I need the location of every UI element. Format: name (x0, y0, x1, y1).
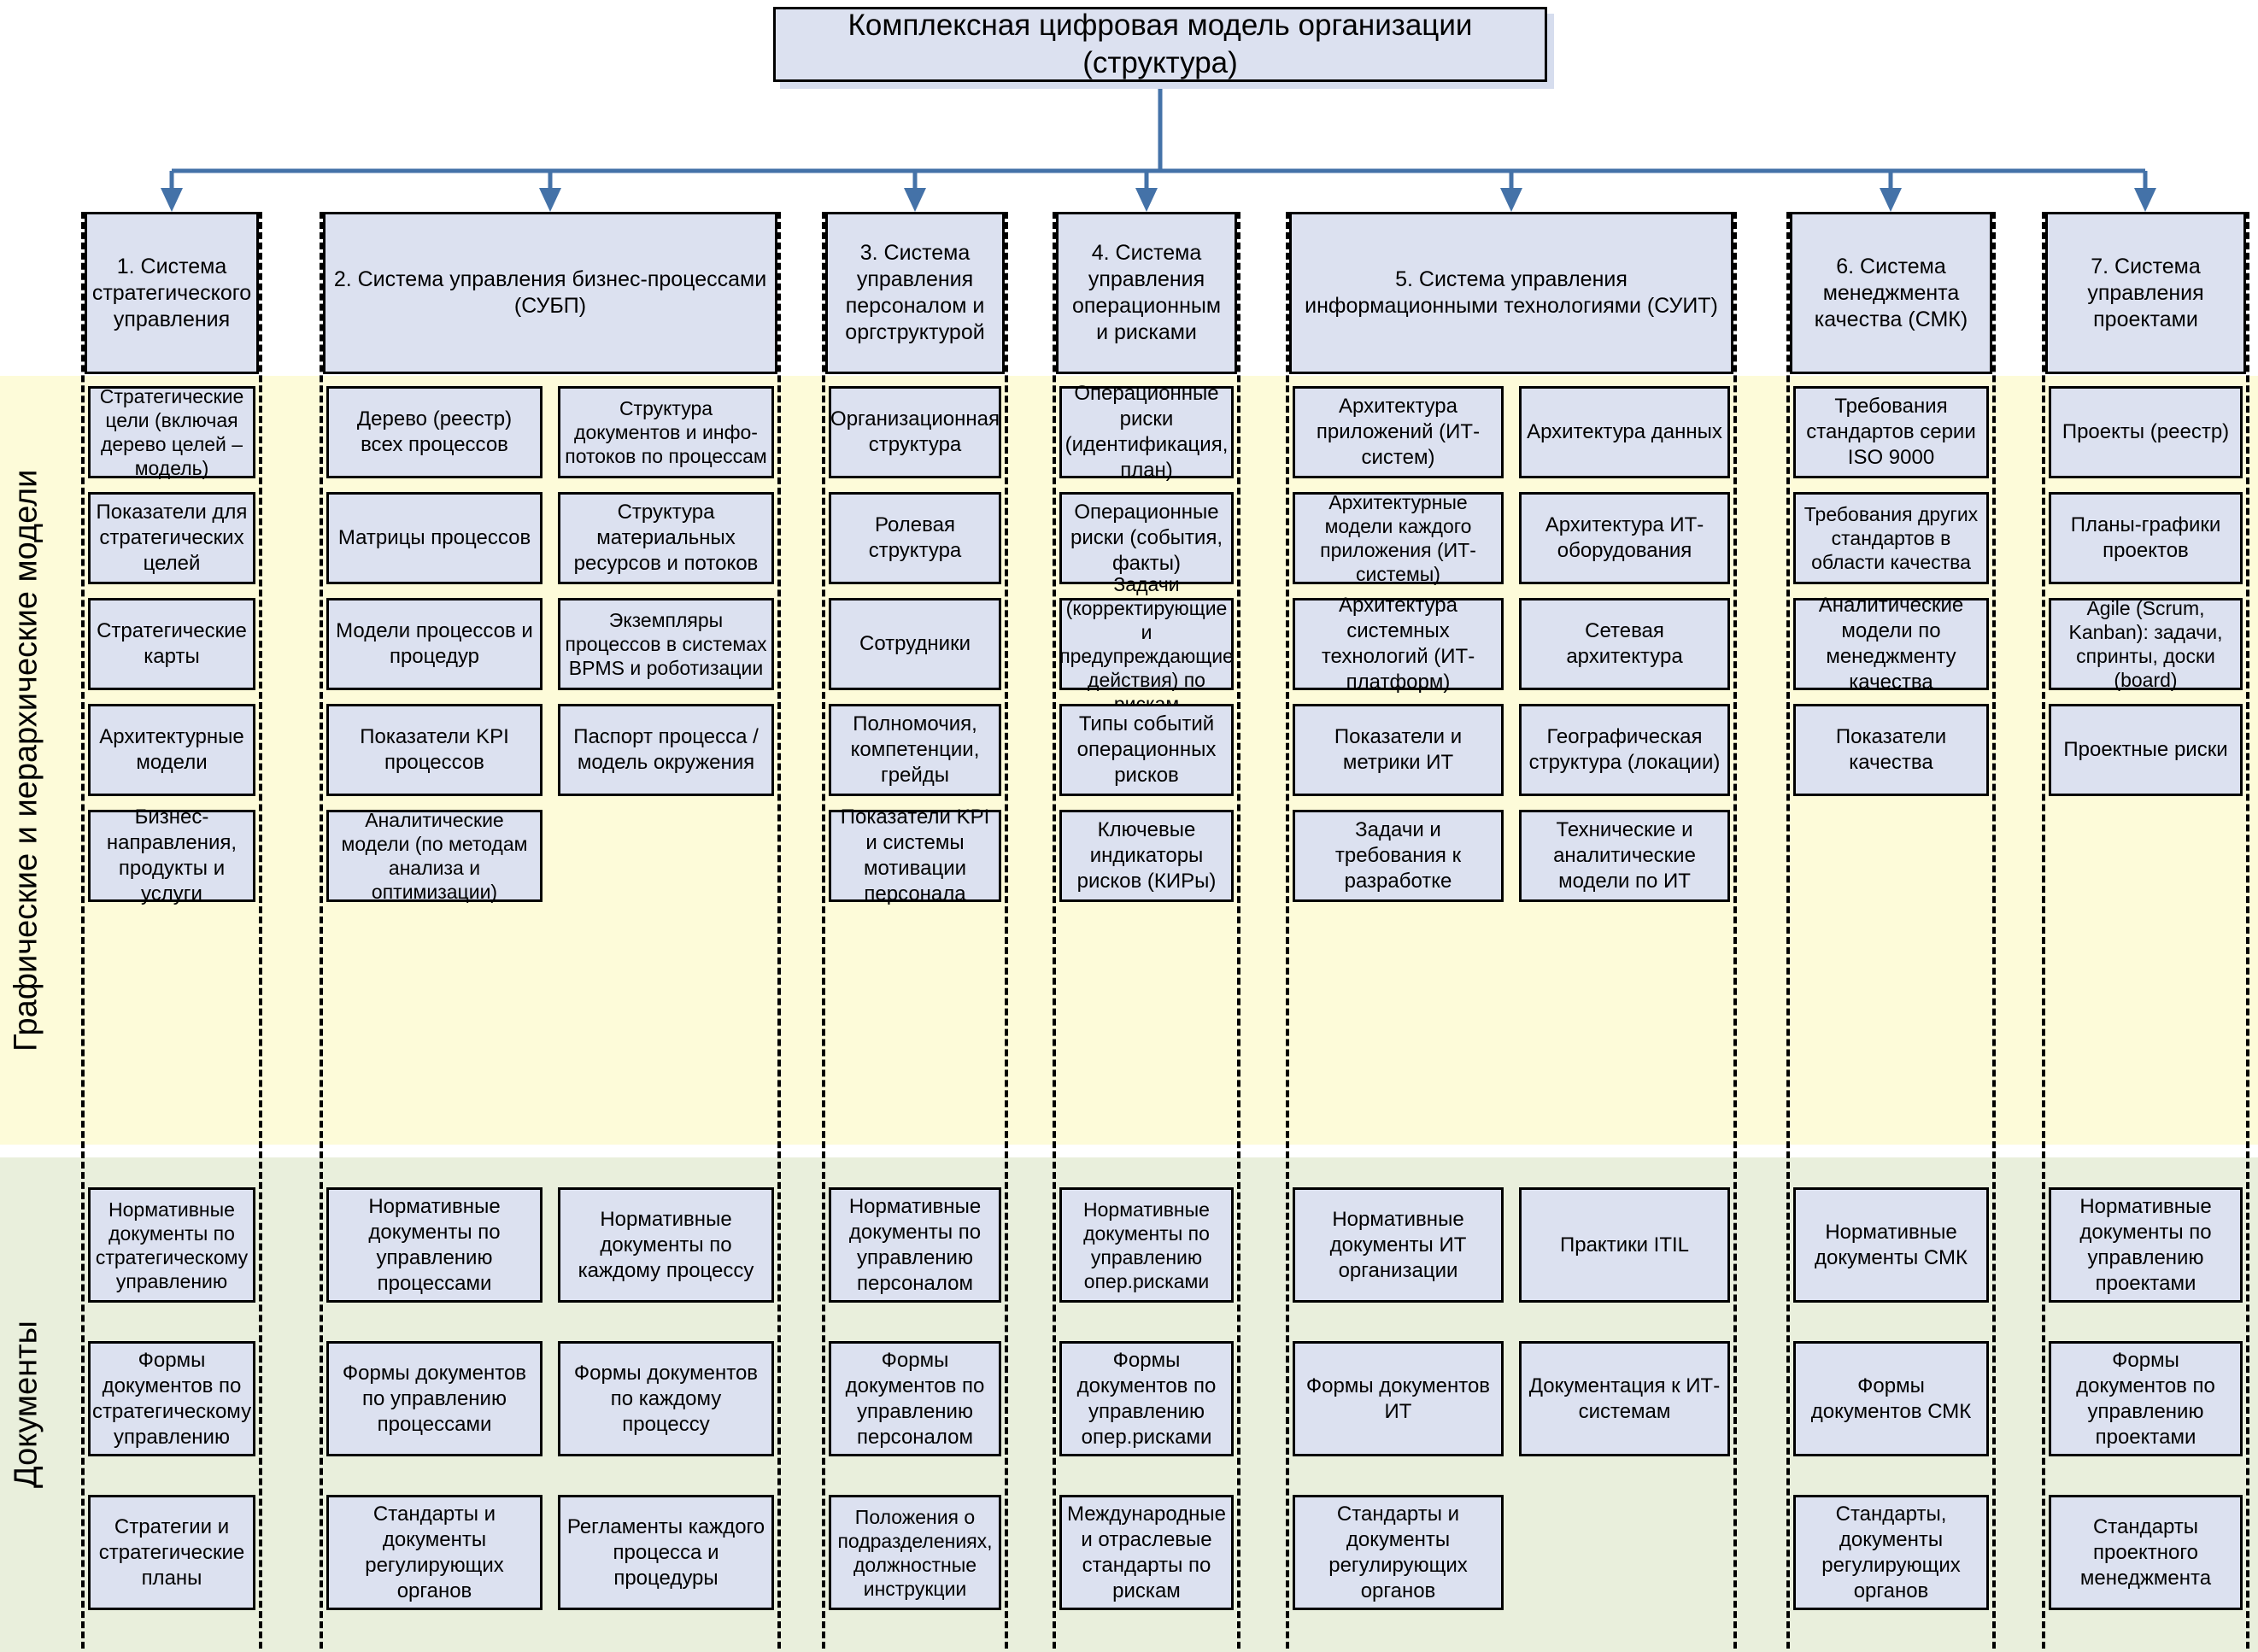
cell-document-c6-s1-r1[interactable]: Нормативные документы СМК (1793, 1187, 1989, 1303)
column-frame-5 (1286, 212, 1737, 1649)
cell-model-c2-s1-r3[interactable]: Модели процессов и процедур (326, 598, 543, 690)
cell-model-c2-s2-r1[interactable]: Структура документов и инфо-потоков по п… (558, 386, 774, 478)
cell-model-c5-s2-r3[interactable]: Сетевая архитектура (1519, 598, 1730, 690)
cell-model-c1-s1-r2[interactable]: Показатели для стратегических целей (88, 492, 255, 584)
cell-document-c5-s1-r2[interactable]: Формы документов ИТ (1293, 1341, 1504, 1456)
cell-model-c5-s2-r5[interactable]: Технические и аналитические модели по ИТ (1519, 810, 1730, 902)
cell-model-c1-s1-r1[interactable]: Стратегические цели (включая дерево целе… (88, 385, 255, 479)
cell-model-c7-s1-r2[interactable]: Планы-графики проектов (2049, 492, 2243, 584)
cell-document-c6-s1-r3[interactable]: Стандарты, документы регулирующих органо… (1793, 1495, 1989, 1610)
cell-model-c7-s1-r4[interactable]: Проектные риски (2049, 704, 2243, 796)
cell-model-c2-s1-r2[interactable]: Матрицы процессов (326, 492, 543, 584)
column-frame-2 (320, 212, 781, 1649)
cell-model-c4-s1-r2[interactable]: Операционные риски (события, факты) (1059, 492, 1234, 584)
cell-document-c5-s1-r1[interactable]: Нормативные документы ИТ организации (1293, 1187, 1504, 1303)
column-frame-1 (81, 212, 262, 1649)
cell-model-c3-s1-r1[interactable]: Организационная структура (829, 386, 1001, 478)
cell-model-c5-s2-r2[interactable]: Архитектура ИТ-оборудования (1519, 492, 1730, 584)
cell-document-c2-s2-r2[interactable]: Формы документов по каждому процессу (558, 1341, 774, 1456)
cell-model-c5-s1-r1[interactable]: Архитектура приложений (ИТ-систем) (1293, 386, 1504, 478)
cell-document-c2-s1-r3[interactable]: Стандарты и документы регулирующих орган… (326, 1495, 543, 1610)
cell-model-c4-s1-r5[interactable]: Ключевые индикаторы рисков (КИРы) (1059, 810, 1234, 902)
cell-document-c2-s2-r3[interactable]: Регламенты каждого процесса и процедуры (558, 1495, 774, 1610)
column-frame-7 (2042, 212, 2249, 1649)
cell-document-c2-s1-r1[interactable]: Нормативные документы по управлению проц… (326, 1187, 543, 1303)
cell-document-c4-s1-r1[interactable]: Нормативные документы по управлению опер… (1059, 1187, 1234, 1303)
cell-document-c5-s2-r1[interactable]: Практики ITIL (1519, 1187, 1730, 1303)
cell-model-c7-s1-r1[interactable]: Проекты (реестр) (2049, 386, 2243, 478)
band-label-models: Графические и иерархические модели (8, 469, 44, 1052)
cell-model-c2-s2-r3[interactable]: Экземпляры процессов в системах BPMS и р… (558, 598, 774, 690)
cell-model-c3-s1-r3[interactable]: Сотрудники (829, 598, 1001, 690)
cell-model-c6-s1-r4[interactable]: Показатели качества (1793, 704, 1989, 796)
cell-document-c6-s1-r2[interactable]: Формы документов СМК (1793, 1341, 1989, 1456)
cell-model-c1-s1-r3[interactable]: Стратегические карты (88, 598, 255, 690)
cell-model-c2-s1-r1[interactable]: Дерево (реестр) всех процессов (326, 386, 543, 478)
column-header-6[interactable]: 6. Система менеджмента качества (СМК) (1790, 212, 1992, 374)
cell-model-c2-s1-r4[interactable]: Показатели KPI процессов (326, 704, 543, 796)
cell-document-c2-s2-r1[interactable]: Нормативные документы по каждому процесс… (558, 1187, 774, 1303)
cell-model-c2-s1-r5[interactable]: Аналитические модели (по методам анализа… (326, 809, 543, 903)
column-header-5[interactable]: 5. Система управления информационными те… (1289, 212, 1733, 374)
cell-model-c4-s1-r1[interactable]: Операционные риски (идентификация, план) (1059, 382, 1234, 482)
cell-model-c2-s2-r4[interactable]: Паспорт процесса / модель окружения (558, 704, 774, 796)
cell-document-c3-s1-r1[interactable]: Нормативные документы по управлению перс… (829, 1187, 1001, 1303)
column-frame-4 (1053, 212, 1240, 1649)
cell-model-c6-s1-r3[interactable]: Аналитические модели по менеджменту каче… (1793, 594, 1989, 694)
cell-model-c3-s1-r2[interactable]: Ролевая структура (829, 492, 1001, 584)
band-label-documents: Документы (8, 1321, 44, 1489)
cell-model-c5-s1-r3[interactable]: Архитектура системных технологий (ИТ-пла… (1293, 594, 1504, 694)
cell-document-c3-s1-r3[interactable]: Положения о подразделениях, должностные … (829, 1495, 1001, 1610)
cell-document-c7-s1-r1[interactable]: Нормативные документы по управлению прое… (2049, 1187, 2243, 1303)
cell-model-c1-s1-r5[interactable]: Бизнес-направления, продукты и услуги (88, 805, 255, 905)
cell-model-c5-s1-r5[interactable]: Задачи и требования к разработке (1293, 810, 1504, 902)
cell-model-c7-s1-r3[interactable]: Agile (Scrum, Kanban): задачи, спринты, … (2049, 597, 2243, 691)
cell-model-c6-s1-r1[interactable]: Требования стандартов серии ISO 9000 (1793, 386, 1989, 478)
cell-model-c5-s2-r4[interactable]: Географическая структура (локации) (1519, 704, 1730, 796)
cell-model-c5-s2-r1[interactable]: Архитектура данных (1519, 386, 1730, 478)
column-header-7[interactable]: 7. Система управления проектами (2045, 212, 2246, 374)
cell-document-c5-s2-r2[interactable]: Документация к ИТ-системам (1519, 1341, 1730, 1456)
cell-document-c2-s1-r2[interactable]: Формы документов по управлению процессам… (326, 1341, 543, 1456)
column-frame-3 (822, 212, 1008, 1649)
cell-document-c4-s1-r2[interactable]: Формы документов по управлению опер.риск… (1059, 1341, 1234, 1456)
cell-document-c1-s1-r1[interactable]: Нормативные документы по стратегическому… (88, 1187, 255, 1303)
cell-document-c7-s1-r3[interactable]: Стандарты проектного менеджмента (2049, 1495, 2243, 1610)
cell-model-c4-s1-r4[interactable]: Типы событий операционных рисков (1059, 704, 1234, 796)
column-header-2[interactable]: 2. Система управления бизнес-процессами … (323, 212, 777, 374)
column-header-1[interactable]: 1. Система стратегического управления (85, 212, 259, 374)
cell-document-c5-s1-r3[interactable]: Стандарты и документы регулирующих орган… (1293, 1495, 1504, 1610)
cell-model-c5-s1-r2[interactable]: Архитектурные модели каждого приложения … (1293, 491, 1504, 585)
cell-model-c1-s1-r4[interactable]: Архитектурные модели (88, 704, 255, 796)
cell-document-c1-s1-r3[interactable]: Стратегии и стратегические планы (88, 1495, 255, 1610)
cell-model-c6-s1-r2[interactable]: Требования других стандартов в области к… (1793, 492, 1989, 584)
cell-model-c3-s1-r5[interactable]: Показатели KPI и системы мотивации персо… (829, 805, 1001, 905)
cell-document-c4-s1-r3[interactable]: Международные и отраслевые стандарты по … (1059, 1495, 1234, 1610)
column-header-4[interactable]: 4. Система управления операционным и рис… (1056, 212, 1237, 374)
cell-model-c2-s2-r2[interactable]: Структура материальных ресурсов и потоко… (558, 492, 774, 584)
cell-document-c3-s1-r2[interactable]: Формы документов по управлению персонало… (829, 1341, 1001, 1456)
page-title: Комплексная цифровая модель организации … (773, 7, 1547, 82)
cell-model-c5-s1-r4[interactable]: Показатели и метрики ИТ (1293, 704, 1504, 796)
cell-model-c4-s1-r3[interactable]: Задачи (корректирующие и предупреждающие… (1059, 573, 1234, 715)
cell-model-c3-s1-r4[interactable]: Полномочия, компетенции, грейды (829, 704, 1001, 796)
column-frame-6 (1786, 212, 1996, 1649)
cell-document-c7-s1-r2[interactable]: Формы документов по управлению проектами (2049, 1341, 2243, 1456)
column-header-3[interactable]: 3. Система управления персоналом и оргст… (825, 212, 1005, 374)
cell-document-c1-s1-r2[interactable]: Формы документов по стратегическому упра… (88, 1341, 255, 1456)
